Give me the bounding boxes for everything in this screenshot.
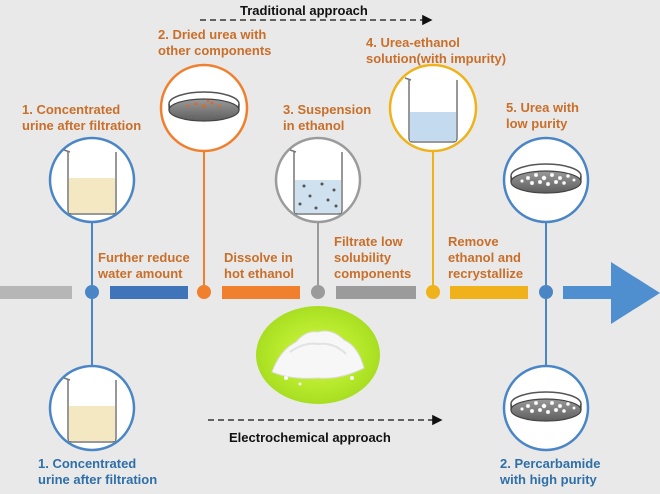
timeline-segment-gray-start [0,286,72,299]
beaker-suspension-icon [274,136,362,224]
step3-label: 3. Suspension in ethanol [283,102,372,133]
petri-dish-white-crystals-icon [502,364,590,452]
beaker-yellow-liquid-icon [48,136,136,224]
node-dot-4 [426,285,440,299]
node-dot-2 [197,285,211,299]
step4-label: 4. Urea-ethanol solution(with impurity) [366,35,507,66]
node-dot-1 [85,285,99,299]
step1-label: 1. Concentrated urine after filtration [22,102,142,133]
node-dot-5 [539,285,553,299]
electrochemical-approach-title: Electrochemical approach [229,430,391,445]
operation-reduce-water: Further reduce water amount [98,250,190,281]
timeline-segment-gold [450,286,528,299]
white-powder-on-green-icon [256,306,380,404]
timeline-segment-orange [222,286,300,299]
petri-dish-orange-residue-icon [159,63,249,153]
electro-step2-label: 2. Percarbamide with high purity [500,456,601,487]
timeline-segment-gray [336,286,416,299]
beaker-yellow-liquid-icon [48,364,136,452]
petri-dish-white-crystals-icon [502,136,590,224]
step2-label: 2. Dried urea with other components [158,27,272,58]
timeline-segment-blue [110,286,188,299]
timeline-segment-blue-end [563,286,611,299]
node-dot-3 [311,285,325,299]
operation-dissolve-ethanol: Dissolve in hot ethanol [224,250,295,281]
operation-filtrate: Filtrate low solubility components [334,234,412,281]
step5-label: 5. Urea with low purity [506,100,579,131]
traditional-approach-title: Traditional approach [240,3,368,18]
operation-recrystallize: Remove ethanol and recrystallize [448,234,524,281]
beaker-blue-solution-icon [388,63,478,153]
electro-step1-label: 1. Concentrated urine after filtration [38,456,158,487]
timeline-arrowhead [611,262,660,324]
